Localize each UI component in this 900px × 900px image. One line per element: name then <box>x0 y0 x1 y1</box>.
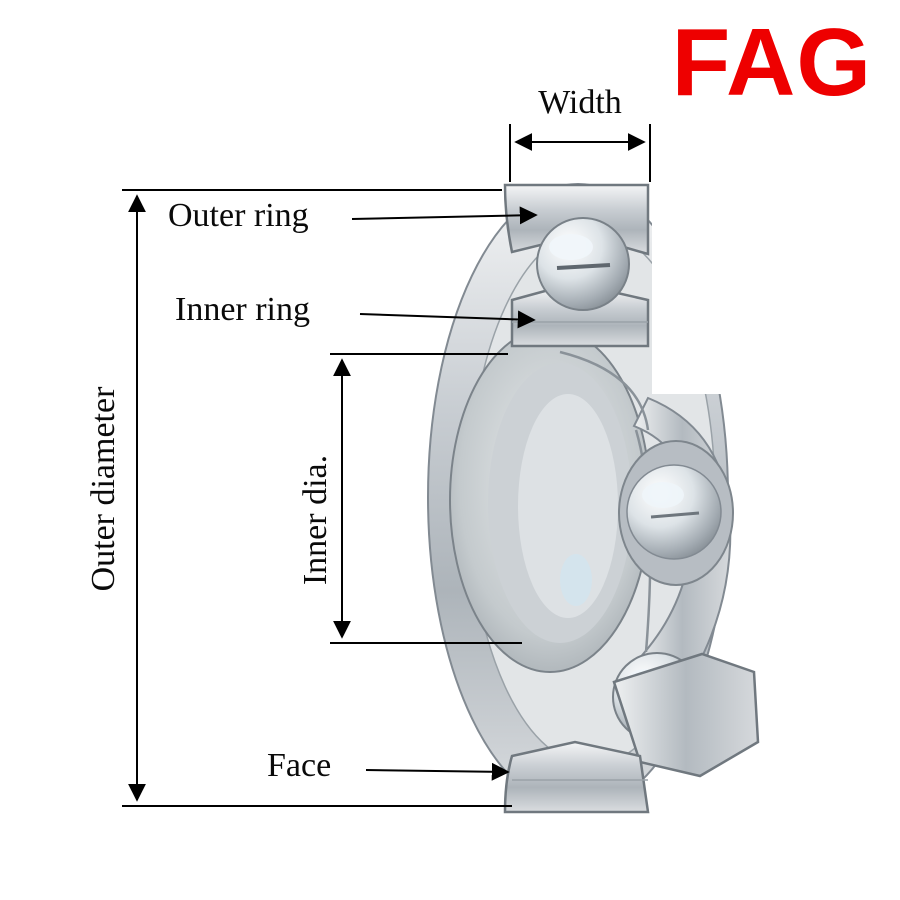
ball-top <box>536 217 630 311</box>
face-leader <box>365 762 510 781</box>
outer-ring-leader <box>351 206 538 225</box>
face-label: Face <box>267 747 332 784</box>
inner-dia-label: Inner dia. <box>297 454 334 586</box>
fag-logo: FAG <box>671 9 872 116</box>
inner-ring-leader <box>359 310 536 329</box>
inner-ring-label: Inner ring <box>175 291 311 328</box>
ball-middle <box>626 464 722 560</box>
width-label: Width <box>538 84 622 121</box>
inner-ring-section-bottom <box>503 740 650 814</box>
bearing-illustration <box>427 138 900 814</box>
dimension-annotations <box>122 124 651 807</box>
bore-highlight <box>560 554 592 606</box>
outer-diameter-label: Outer diameter <box>85 386 122 592</box>
outer-ring-label: Outer ring <box>168 197 309 234</box>
